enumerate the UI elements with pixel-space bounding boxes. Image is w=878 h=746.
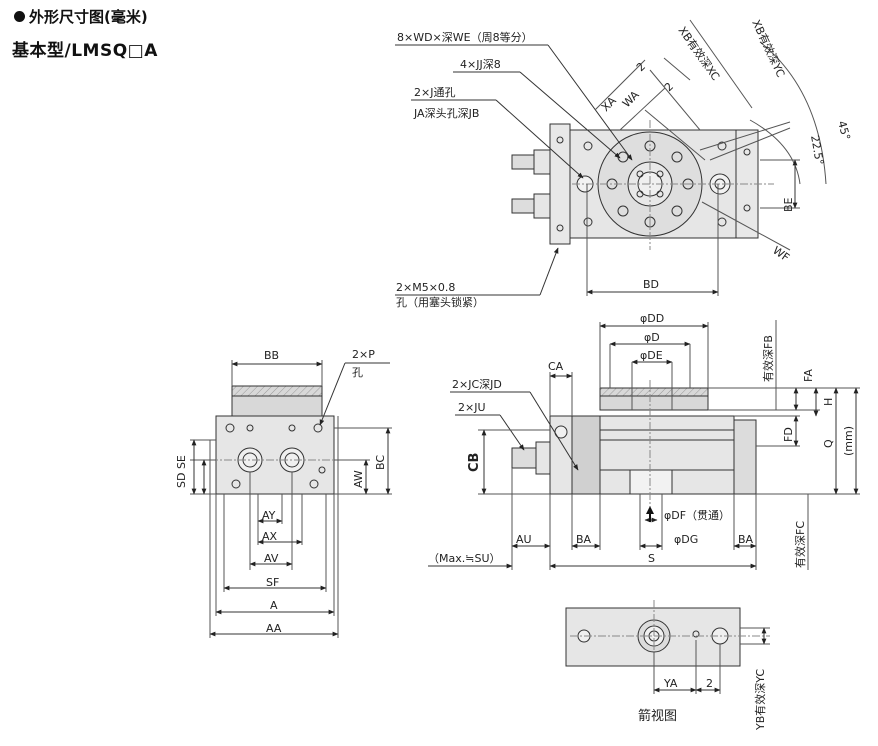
- label-wd: 8×WD×深WE（周8等分）: [397, 30, 533, 44]
- label-sd-se: SD SE: [175, 455, 188, 488]
- label-d: φD: [644, 331, 660, 344]
- arrow-view: [565, 600, 770, 694]
- label-m5-note: 孔（用塞头锁紧）: [396, 295, 484, 309]
- label-bd: BD: [643, 278, 659, 291]
- label-ja: JA深头孔深JB: [413, 107, 479, 120]
- fitting-lower: [511, 198, 535, 214]
- label-fd: FD: [782, 427, 795, 442]
- top-view: [395, 19, 827, 296]
- up-arrow-icon: [646, 506, 654, 522]
- label-xa: XA: [599, 94, 619, 114]
- front-fitting: [511, 447, 537, 469]
- left-view-labels: BB 2×P 孔 SD SE AW BC AY AX AV SF A AA: [175, 348, 387, 635]
- label-ju: 2×JU: [458, 401, 486, 414]
- label-ba-left: BA: [576, 533, 592, 546]
- label-ba-right: BA: [738, 533, 754, 546]
- label-yb: YB有效深YC: [753, 669, 767, 731]
- label-aa: AA: [266, 622, 282, 635]
- arrow-view-labels: YA 2 YB有效深YC 箭视图: [638, 669, 767, 731]
- label-aw: AW: [352, 470, 365, 488]
- label-q: Q: [822, 439, 835, 448]
- fitting-upper-nut: [533, 149, 551, 175]
- label-sf: SF: [266, 576, 279, 589]
- label-cb: CB: [467, 453, 482, 472]
- label-p-hole: 孔: [352, 366, 363, 379]
- title-text: 外形尺寸图(毫米): [29, 8, 148, 26]
- label-mm: (mm): [842, 426, 855, 456]
- label-ax: AX: [262, 530, 278, 543]
- label-dg: φDG: [674, 533, 698, 546]
- front-view-labels: φDD φD φDE 有效深FB CA 2×JC深JD 2×JU FA H FD…: [428, 312, 855, 568]
- label-fa: FA: [802, 369, 815, 382]
- label-be: BE: [782, 197, 795, 212]
- label-two-b: 2: [662, 80, 676, 94]
- bullet-icon: [14, 11, 25, 22]
- label-xb-yc: XB有效深YC: [749, 17, 788, 79]
- label-df: φDF（贯通）: [664, 509, 730, 522]
- label-angle-45: 45°: [835, 119, 853, 141]
- label-m5: 2×M5×0.8: [396, 281, 455, 294]
- label-av: AV: [264, 552, 279, 565]
- label-s: S: [648, 552, 655, 565]
- drawing-subtitle: 基本型/LMSQ□A: [12, 41, 158, 61]
- label-bc: BC: [374, 455, 387, 470]
- label-ay: AY: [262, 509, 276, 522]
- label-fb: 有效深FB: [761, 335, 775, 382]
- drawing-title: 外形尺寸图(毫米): [14, 6, 148, 27]
- label-jj: 4×JJ深8: [460, 58, 501, 71]
- fitting-lower-nut: [533, 193, 551, 219]
- label-j: 2×J通孔: [414, 86, 455, 99]
- fitting-upper: [511, 154, 535, 170]
- label-a: A: [270, 599, 278, 612]
- label-wa: WA: [620, 88, 642, 110]
- label-jc: 2×JC深JD: [452, 378, 502, 391]
- label-su: （Max.≒SU）: [428, 552, 501, 565]
- label-ya: YA: [663, 677, 678, 690]
- arrow-view-caption: 箭视图: [638, 708, 677, 724]
- label-wf: WF: [770, 244, 792, 265]
- label-ya-two: 2: [706, 677, 713, 690]
- end-cap-left: [549, 123, 571, 245]
- label-de: φDE: [640, 349, 663, 362]
- label-h: H: [822, 398, 835, 406]
- label-au: AU: [516, 533, 532, 546]
- front-view: [428, 320, 860, 570]
- front-right-cap: [733, 419, 757, 495]
- label-dd: φDD: [640, 312, 664, 325]
- label-ca: CA: [548, 360, 564, 373]
- label-angle-22: 22.5°: [808, 134, 826, 166]
- label-p: 2×P: [352, 348, 375, 361]
- label-bb: BB: [264, 349, 279, 362]
- label-two-a: 2: [634, 60, 648, 74]
- left-view: [190, 360, 392, 638]
- label-fc: 有效深FC: [793, 521, 807, 568]
